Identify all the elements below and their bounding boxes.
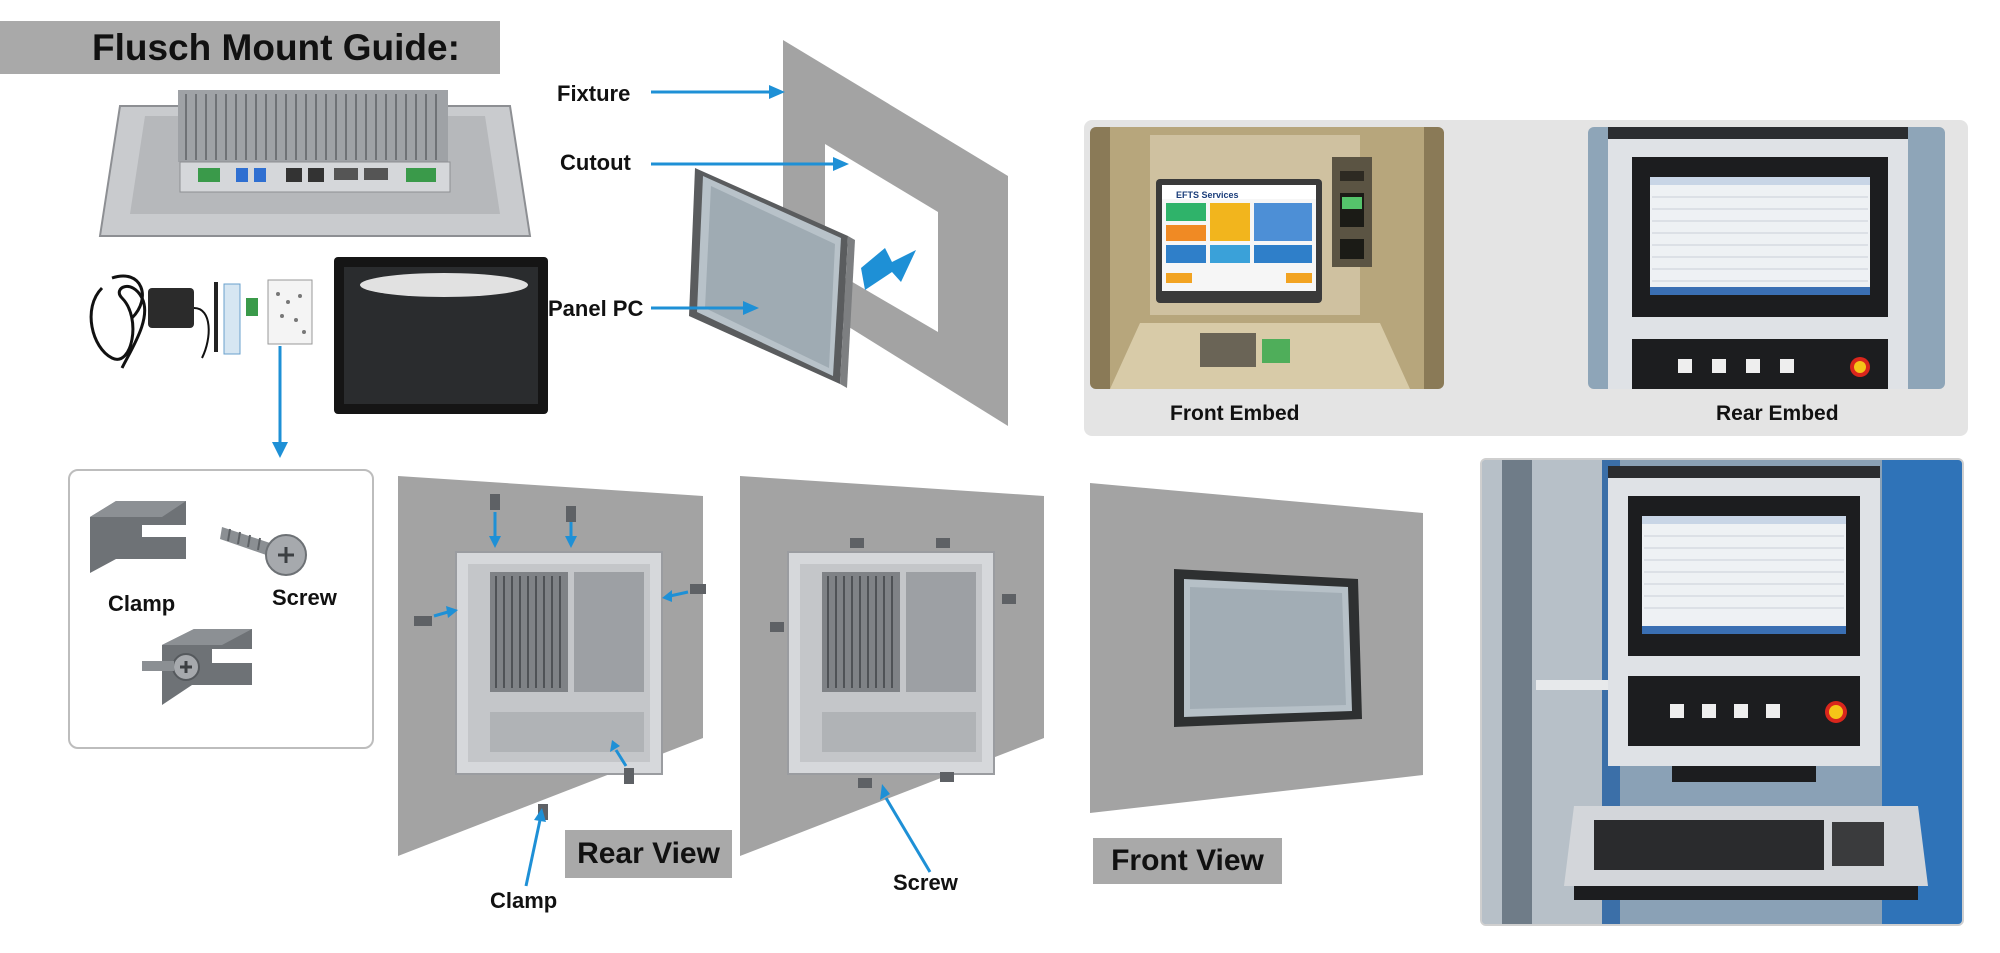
rear-view-tag: Rear View: [565, 830, 732, 878]
cutout-opening: [825, 144, 938, 332]
clamp-part-icon: [86, 497, 196, 577]
accessories-box: Clamp Screw: [68, 469, 374, 749]
panel-pc-rear-image: [90, 86, 540, 240]
cutout-label: Cutout: [560, 150, 631, 175]
fixture-label: Fixture: [557, 81, 631, 106]
panel-pc-label: Panel PC: [548, 296, 644, 321]
rear-view-clamps-diagram: [398, 476, 708, 861]
rear-clamp-label: Clamp: [490, 888, 558, 913]
rear-screw-label: Screw: [893, 870, 958, 895]
screw-label: Screw: [272, 585, 337, 610]
clamp-label: Clamp: [108, 591, 176, 616]
front-embed-caption: Front Embed: [1170, 402, 1300, 425]
accessories-kit-image: [82, 258, 322, 378]
rear-embed-caption: Rear Embed: [1716, 402, 1839, 425]
page-title: Flusch Mount Guide:: [92, 26, 460, 68]
title-banner: Flusch Mount Guide:: [0, 21, 500, 74]
front-view-diagram: [1090, 483, 1425, 813]
atm-screen-header: EFTS Services: [1176, 190, 1239, 200]
screw-part-icon: [220, 519, 310, 579]
exploded-mount-diagram: [545, 36, 1025, 436]
rear-view-screws-diagram: [740, 476, 1050, 856]
panel-pc-front-image: [334, 257, 548, 414]
front-view-tag: Front View: [1093, 838, 1282, 884]
clamp-with-screw-icon: [142, 621, 252, 711]
accessories-arrow: [270, 346, 290, 458]
insertion-arrow: [861, 248, 916, 290]
atm-front-embed-photo: [1090, 127, 1444, 389]
cabinet-install-photo: [1480, 458, 1964, 926]
cabinet-rear-embed-photo: [1588, 127, 1945, 389]
